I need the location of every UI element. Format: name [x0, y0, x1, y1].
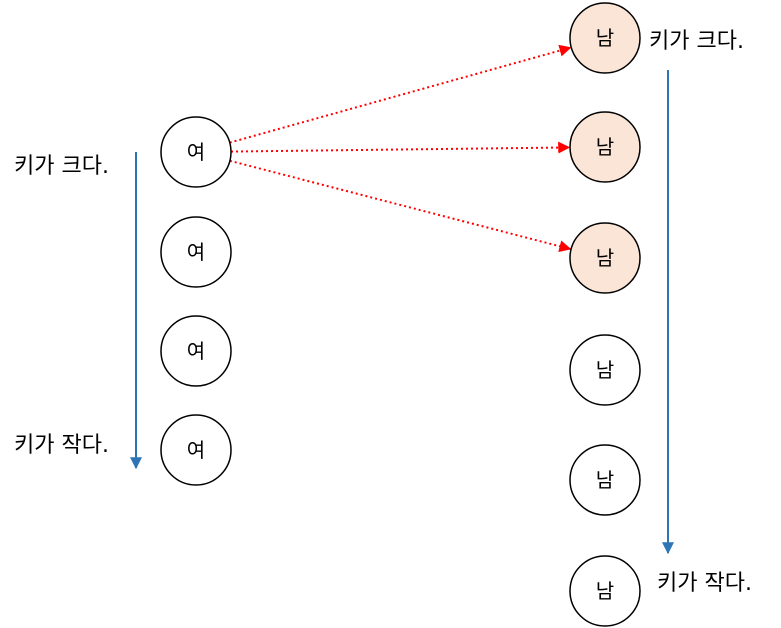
female-node-circle [160, 216, 232, 288]
female-node-circle [160, 414, 232, 486]
male-node-circle [569, 222, 641, 294]
male-node: 남 [569, 444, 641, 516]
male-node: 남 [569, 555, 641, 627]
female-short-label: 키가 작다. [14, 433, 109, 458]
female-node: 여 [160, 315, 232, 387]
female-tall-label: 키가 크다. [14, 154, 109, 179]
female-node: 여 [160, 216, 232, 288]
female-node-circle [160, 116, 232, 188]
male-node-circle [569, 2, 641, 74]
male-node-label: 남 [596, 468, 614, 492]
male-node-circle [569, 334, 641, 406]
female-node-circle [160, 315, 232, 387]
female-node: 여 [160, 116, 232, 188]
male-node-circle [569, 111, 641, 183]
male-node-label: 남 [596, 579, 614, 603]
male-node-label: 남 [596, 135, 614, 159]
connection-arrow [230, 141, 571, 154]
male-node: 남 [569, 222, 641, 294]
male-node: 남 [569, 111, 641, 183]
connection-arrows [229, 44, 572, 253]
male-short-label: 키가 작다. [657, 571, 752, 596]
male-node-label: 남 [596, 246, 614, 270]
connection-arrow [229, 159, 572, 253]
male-node-label: 남 [596, 26, 614, 50]
female-node: 여 [160, 414, 232, 486]
connection-arrow [229, 44, 572, 144]
female-node-label: 여 [187, 240, 205, 264]
male-node-circle [569, 555, 641, 627]
male-tall-label: 키가 크다. [649, 29, 744, 54]
female-node-label: 여 [187, 438, 205, 462]
female-node-label: 여 [187, 140, 205, 164]
male-node-label: 남 [596, 358, 614, 382]
female-node-label: 여 [187, 339, 205, 363]
male-node: 남 [569, 2, 641, 74]
male-node: 남 [569, 334, 641, 406]
male-node-circle [569, 444, 641, 516]
